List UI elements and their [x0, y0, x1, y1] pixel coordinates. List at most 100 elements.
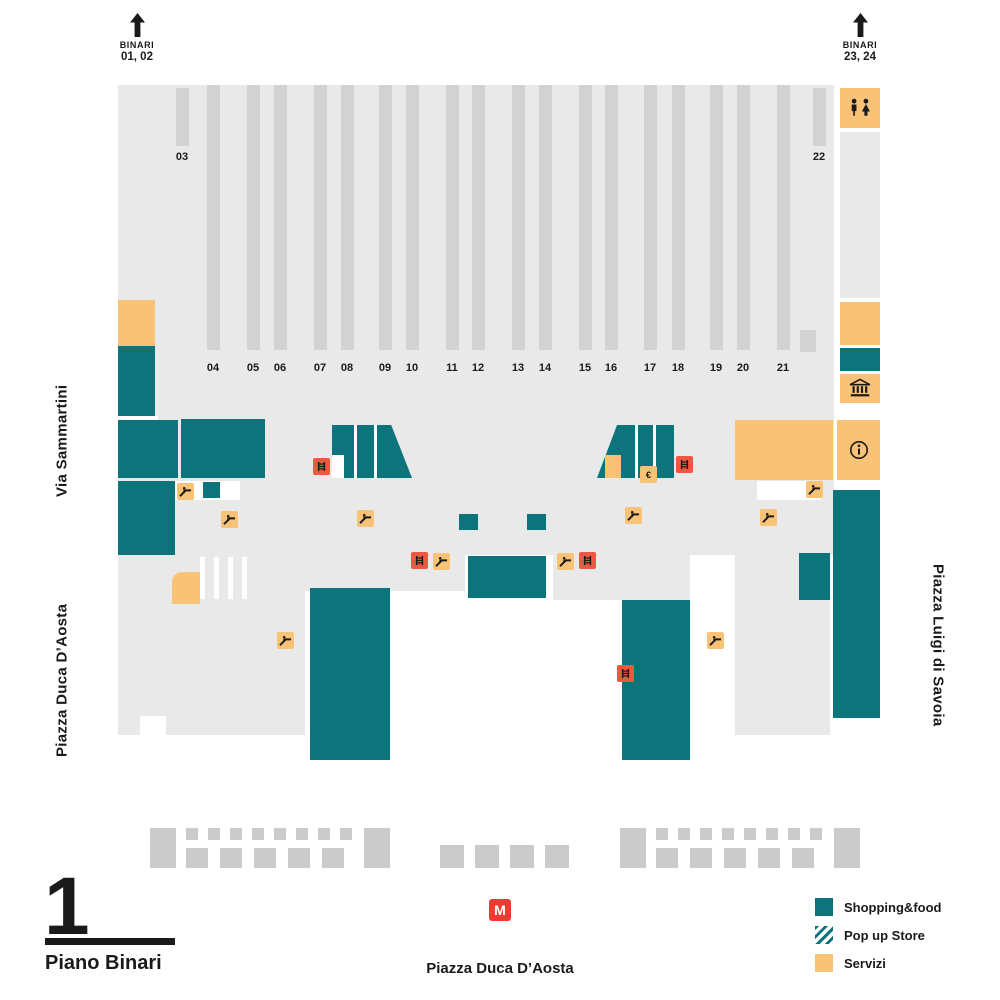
gap	[118, 416, 158, 421]
facade-segment	[744, 828, 756, 840]
escalator-icon	[276, 631, 294, 649]
service-block	[735, 420, 833, 480]
legend-item-teal: Shopping&food	[815, 898, 941, 916]
street-label-piazza-duca-daosta-left: Piazza Duca D’Aosta	[53, 603, 71, 758]
svg-text:€: €	[645, 469, 651, 479]
legend-item-orange: Servizi	[815, 954, 941, 972]
legend-swatch-orange	[815, 954, 833, 972]
museum-icon	[849, 377, 871, 399]
legend-swatch-striped	[815, 926, 833, 944]
platform-label: 06	[273, 362, 287, 374]
info-icon	[849, 440, 869, 460]
facade-segment	[510, 845, 534, 868]
divider	[354, 425, 357, 478]
platform-label: 20	[736, 362, 750, 374]
shop-block	[181, 419, 265, 478]
service-block-restrooms	[840, 88, 880, 128]
service-block	[172, 572, 200, 604]
platform-label: 15	[578, 362, 592, 374]
facade-segment	[792, 848, 814, 868]
escalator-icon	[706, 631, 724, 649]
divider	[635, 425, 638, 478]
escalator-icon	[556, 552, 574, 570]
gap	[140, 716, 166, 736]
shop-block	[527, 514, 546, 530]
facade-segment	[656, 828, 668, 840]
legend-label: Pop up Store	[844, 927, 925, 943]
facade-segment	[620, 828, 646, 868]
track-bar	[512, 85, 525, 350]
track-bar	[207, 85, 220, 350]
facade-segment	[254, 848, 276, 868]
legend-swatch-teal	[815, 898, 833, 916]
shop-block	[840, 348, 880, 371]
shop-block	[118, 346, 155, 416]
platform-label: 21	[776, 362, 790, 374]
divider	[374, 425, 377, 478]
binari-right-label: BINARI 23, 24	[834, 40, 886, 63]
stairs-icon	[675, 455, 693, 473]
platform-label: 07	[313, 362, 327, 374]
platform-label: 14	[538, 362, 552, 374]
street-label-piazza-duca-daosta-bottom: Piazza Duca D’Aosta	[426, 960, 574, 977]
track-bar	[737, 85, 750, 350]
track-bar	[247, 85, 260, 350]
facade-segment	[690, 848, 712, 868]
platform-label: 05	[246, 362, 260, 374]
platform-block	[118, 555, 305, 735]
escalator-icon	[805, 480, 823, 498]
track-bar	[672, 85, 685, 350]
escalator-icon	[176, 482, 194, 500]
floor-number: 1	[44, 861, 90, 952]
stairs-icon	[312, 457, 330, 475]
platform-label: 08	[340, 362, 354, 374]
room-divider	[214, 557, 219, 599]
euro-icon: €	[639, 465, 657, 483]
platform-label: 09	[378, 362, 392, 374]
facade-segment	[724, 848, 746, 868]
facade-segment	[545, 845, 569, 868]
facade-segment	[252, 828, 264, 840]
legend-label: Servizi	[844, 955, 886, 971]
shop-block	[833, 490, 880, 718]
facade-segment	[230, 828, 242, 840]
stairs-icon	[578, 551, 596, 569]
escalator-icon	[759, 508, 777, 526]
facade-segment	[150, 828, 176, 868]
platform-label: 17	[643, 362, 657, 374]
facade-segment	[322, 848, 344, 868]
facade-segment	[766, 828, 778, 840]
service-block	[840, 302, 880, 345]
platform-label: 04	[206, 362, 220, 374]
room-divider	[242, 557, 247, 599]
legend-item-striped: Pop up Store	[815, 926, 941, 944]
track-bar	[777, 85, 790, 350]
binari-numbers: 23, 24	[844, 51, 876, 63]
shop-block	[118, 481, 175, 555]
escalator-icon	[356, 509, 374, 527]
walkway	[757, 481, 821, 500]
street-label-via-sammartini: Via Sammartini	[53, 384, 71, 497]
track-bar	[379, 85, 392, 350]
platform-label: 11	[446, 362, 458, 374]
facade-segment	[810, 828, 822, 840]
facade-segment	[318, 828, 330, 840]
facade-segment	[274, 828, 286, 840]
facade-segment	[834, 828, 860, 868]
legend-label: Shopping&food	[844, 899, 942, 915]
facade-segment	[186, 828, 198, 840]
shop-block	[459, 514, 478, 530]
shop-block	[310, 588, 390, 760]
platform-block	[553, 553, 690, 600]
platform-label: 03	[175, 151, 189, 163]
stairs-icon	[410, 551, 428, 569]
track-bar	[710, 85, 723, 350]
track-bar	[446, 85, 459, 350]
shop-block	[118, 420, 178, 478]
arrow-up-icon	[130, 13, 145, 42]
facade-segment	[722, 828, 734, 840]
track-bar	[406, 85, 419, 350]
room-divider	[200, 557, 205, 599]
divider	[653, 425, 656, 478]
facade-segment	[656, 848, 678, 868]
